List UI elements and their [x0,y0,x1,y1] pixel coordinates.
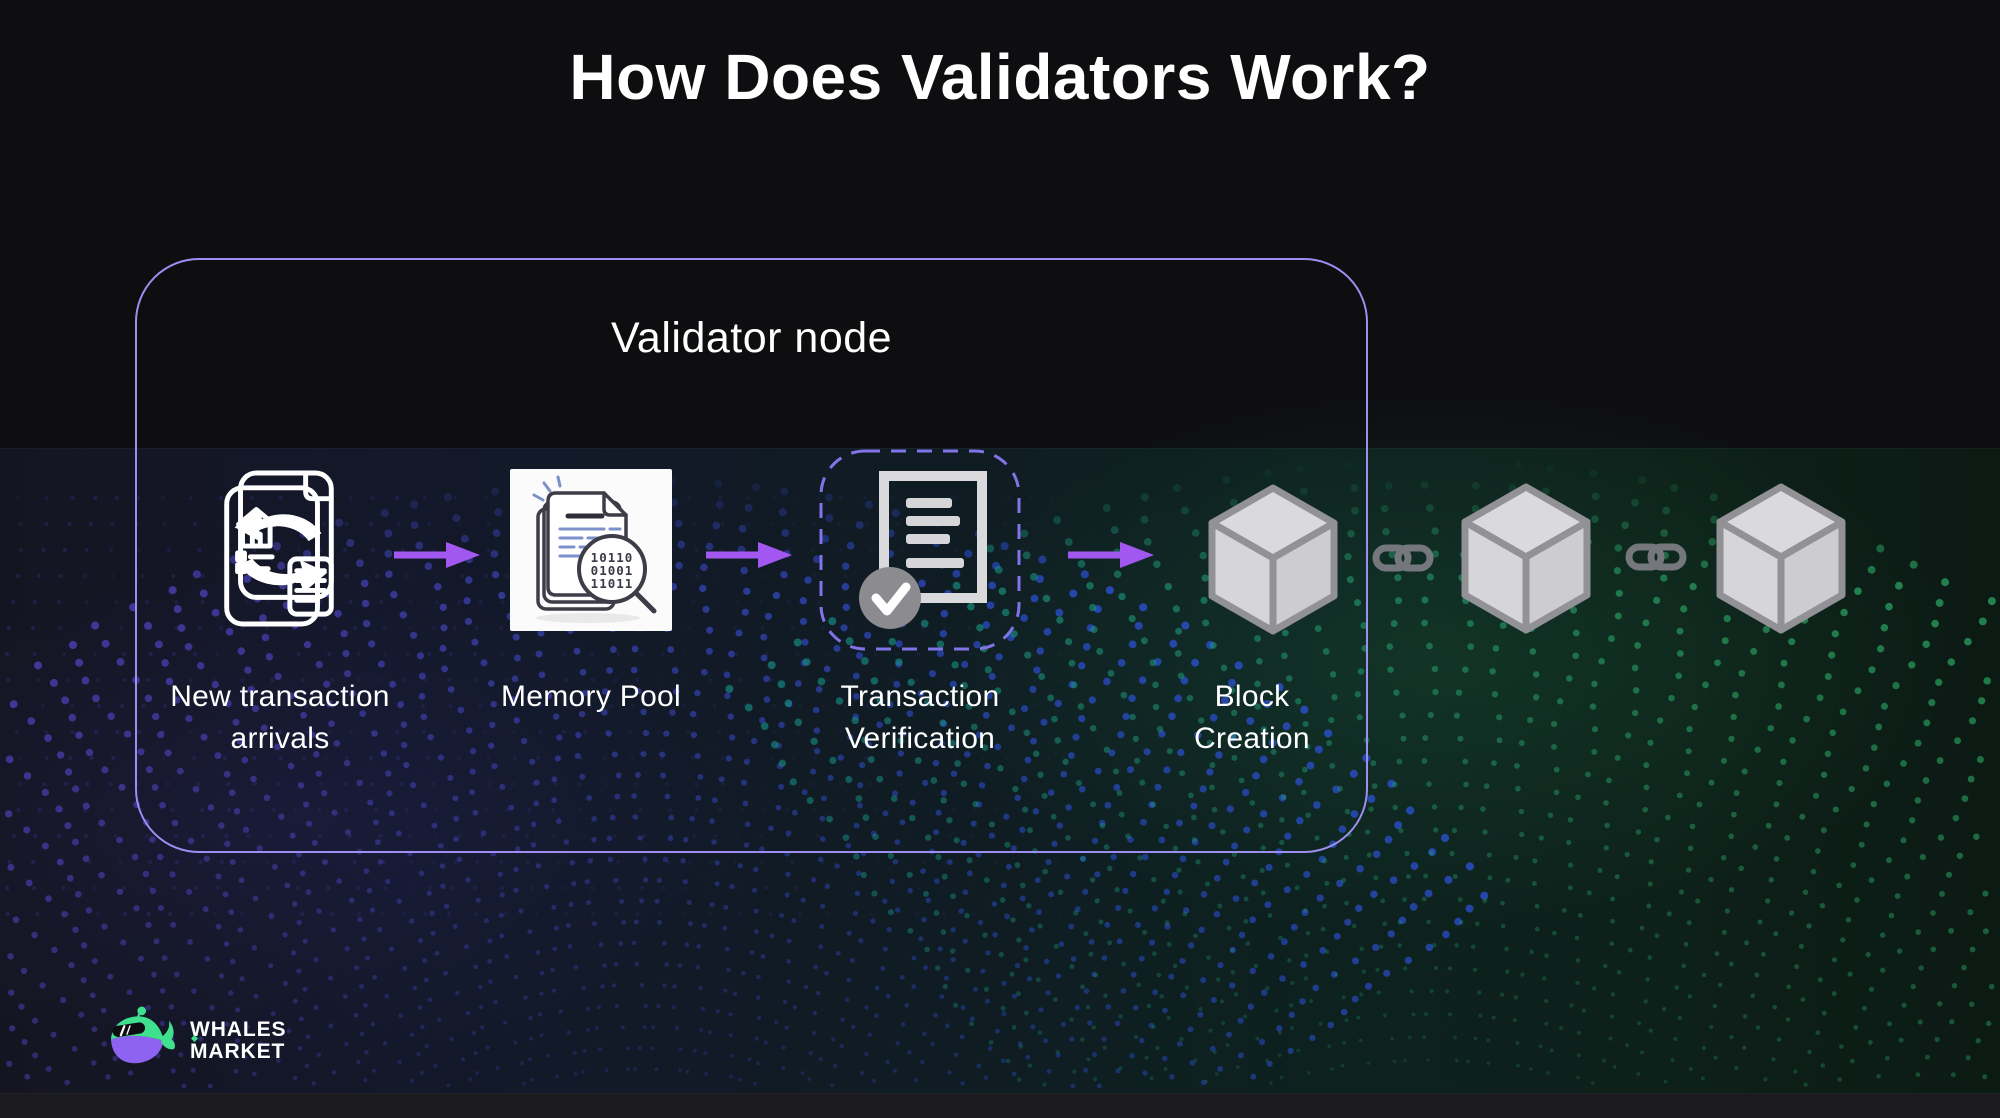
documents-exchange-icon [224,470,334,627]
label-line: Creation [1194,722,1310,755]
validator-node-box [135,258,1368,853]
sunglasses-icon [112,1022,146,1037]
background-bottom-strip [0,1093,2000,1118]
flow-arrow-icon [706,542,792,568]
label-line: Block [1214,680,1290,713]
step-label-memory-pool: Memory Pool [401,676,781,718]
binary-line: 11011 [591,576,634,591]
label-line: Transaction [840,680,1000,713]
block-cube-icon [1716,483,1846,634]
logo-line-1: WHALES [190,1018,287,1041]
document-check-icon [859,471,987,629]
step-label-transaction-verification: Transaction Verification [730,676,1110,760]
step-label-block-creation: Block Creation [1062,676,1442,760]
exchange-arrow-left [234,508,322,543]
magnifier-icon [577,534,647,604]
chain-link-icon [1372,544,1434,572]
label-line: Memory Pool [500,680,682,713]
label-line: arrivals [230,722,330,755]
whales-market-wordmark: WHALES MARKET [190,1019,286,1063]
label-line: Verification [844,722,996,755]
logo-line-2: MARKET [190,1040,286,1063]
validator-node-label: Validator node [610,314,893,362]
label-line: New transaction [170,680,390,713]
document-search-binary-icon: 10110 01001 11011 [532,475,657,623]
block-cube-icon [1461,483,1591,634]
dashed-border [819,449,1021,651]
flow-arrow-icon [394,542,480,568]
flow-arrow-icon [1068,542,1154,568]
transaction-verification-frame [819,449,1021,651]
binary-line: 01001 [591,563,634,578]
step-label-new-transaction-arrivals: New transaction arrivals [90,676,470,760]
block-cube-icon [1208,484,1338,635]
exchange-arrow-right [238,558,328,593]
whale-logo-icon [111,1006,175,1064]
check-circle-icon [859,567,921,629]
page-title: How Does Validators Work? [569,41,1431,113]
binary-line: 10110 [591,550,634,565]
chain-link-icon [1625,543,1687,571]
